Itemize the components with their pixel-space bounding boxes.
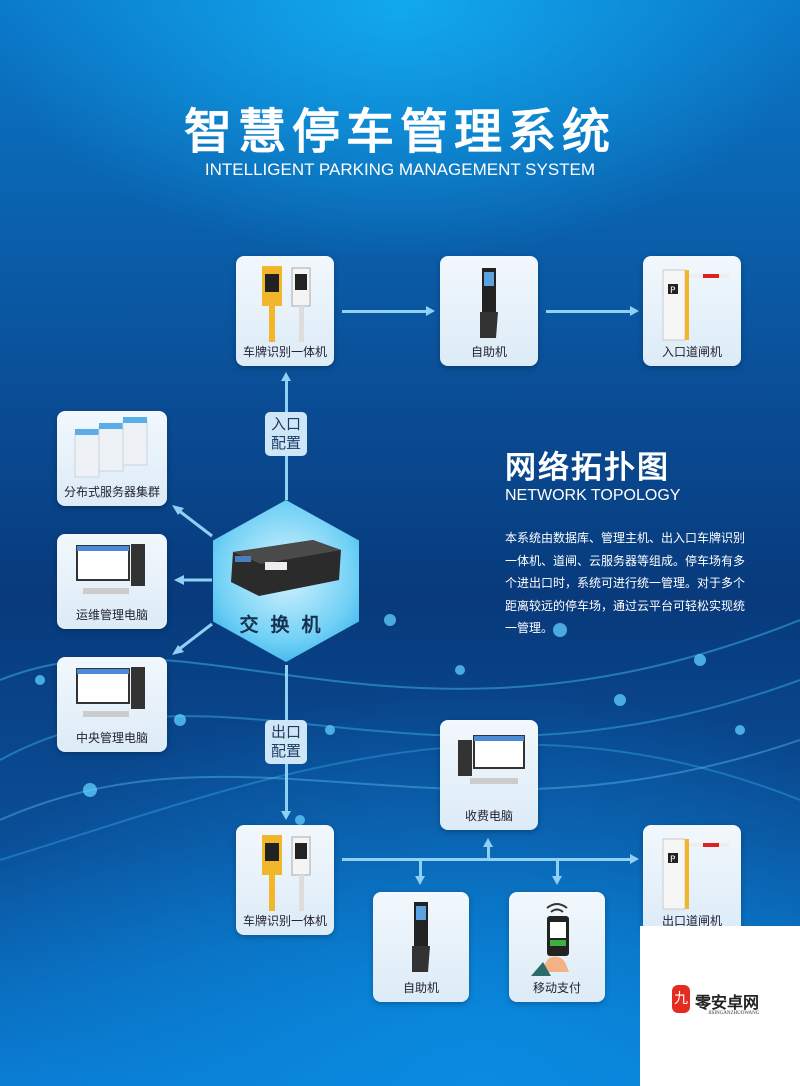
arrow-head	[630, 306, 639, 316]
entrance-gate-card: P 入口道闸机	[643, 256, 741, 366]
arrow-head	[552, 876, 562, 885]
page-title: 智慧停车管理系统	[183, 104, 616, 160]
svg-text:P: P	[670, 286, 676, 296]
server-cluster-label: 分布式服务器集群	[63, 485, 160, 499]
topology-description: 本系统由数据库、管理主机、出入口车牌识别一体机、道闸、云服务器等组成。停车场有多…	[505, 531, 746, 635]
bus-to-kiosk	[419, 860, 422, 878]
arrow-head	[426, 306, 435, 316]
kiosk-icon	[412, 902, 430, 972]
arrow-head	[281, 811, 291, 820]
entrance-config-tag: 入口配置	[265, 412, 307, 456]
plate-recognition-icon	[262, 835, 311, 911]
exit-gate-card: P 出口道闸机	[643, 825, 741, 935]
entrance-plate-recognition-label: 车牌识别一体机	[242, 345, 327, 359]
desktop-computer-icon	[76, 544, 145, 594]
entrance-gate-label: 入口道闸机	[661, 345, 722, 359]
central-computer-card: 中央管理电脑	[57, 657, 167, 752]
toll-computer-card: 收费电脑	[440, 720, 538, 830]
server-cluster-icon	[74, 417, 148, 478]
watermark-box	[640, 926, 800, 1086]
arrow-head	[281, 372, 291, 381]
switch-hub-hexagon	[213, 500, 359, 662]
watermark-logo-icon: 九	[672, 985, 690, 1013]
hub-to-left-arrows	[172, 505, 213, 655]
exit-kiosk-label: 自助机	[402, 981, 439, 995]
exit-config-tag: 出口配置	[265, 720, 307, 764]
server-cluster-card: 分布式服务器集群	[57, 411, 167, 506]
watermark-subtext: JISINGANZHUOWANG	[708, 1011, 760, 1016]
arrow-head	[483, 838, 493, 847]
network-switch-icon	[231, 540, 341, 596]
arrow-head	[415, 876, 425, 885]
svg-text:P: P	[670, 855, 676, 865]
bus-to-mobile-pay	[556, 860, 559, 878]
watermark-text: 零安卓网	[695, 993, 760, 1012]
ops-computer-card: 运维管理电脑	[57, 534, 167, 629]
switch-hub-label: 交换机	[239, 614, 333, 636]
entrance-kiosk-card: 自助机	[440, 256, 538, 366]
mobile-pay-label: 移动支付	[532, 981, 581, 995]
plate-recognition-icon	[262, 266, 311, 342]
kiosk-icon	[480, 268, 498, 338]
exit-plate-recognition-card: 车牌识别一体机	[236, 825, 334, 935]
topology-title: 网络拓扑图	[505, 450, 670, 486]
exit-kiosk-card: 自助机	[373, 892, 469, 1002]
arrow-head	[630, 854, 639, 864]
mobile-payment-icon	[531, 903, 569, 976]
entrance-plate-recognition-card: 车牌识别一体机	[236, 256, 334, 366]
barrier-gate-icon: P	[662, 838, 729, 910]
bus-to-toll-pc	[487, 845, 490, 859]
exit-gate-label: 出口道闸机	[661, 914, 722, 928]
entrance-kiosk-label: 自助机	[470, 345, 507, 359]
barrier-gate-icon: P	[662, 269, 729, 341]
exit-plate-recognition-label: 车牌识别一体机	[242, 914, 327, 928]
toll-computer-label: 收费电脑	[464, 809, 513, 823]
ops-computer-label: 运维管理电脑	[75, 608, 148, 622]
desktop-computer-icon	[458, 735, 525, 784]
central-computer-label: 中央管理电脑	[75, 731, 148, 745]
arrow-kiosk-to-gate	[546, 310, 632, 313]
desktop-computer-icon	[76, 667, 145, 717]
page-subtitle: INTELLIGENT PARKING MANAGEMENT SYSTEM	[204, 160, 596, 179]
topology-subtitle: NETWORK TOPOLOGY	[505, 487, 681, 504]
mobile-pay-card: 移动支付	[509, 892, 605, 1002]
arrow-plate-to-kiosk	[342, 310, 428, 313]
exit-bus-line	[342, 858, 632, 861]
